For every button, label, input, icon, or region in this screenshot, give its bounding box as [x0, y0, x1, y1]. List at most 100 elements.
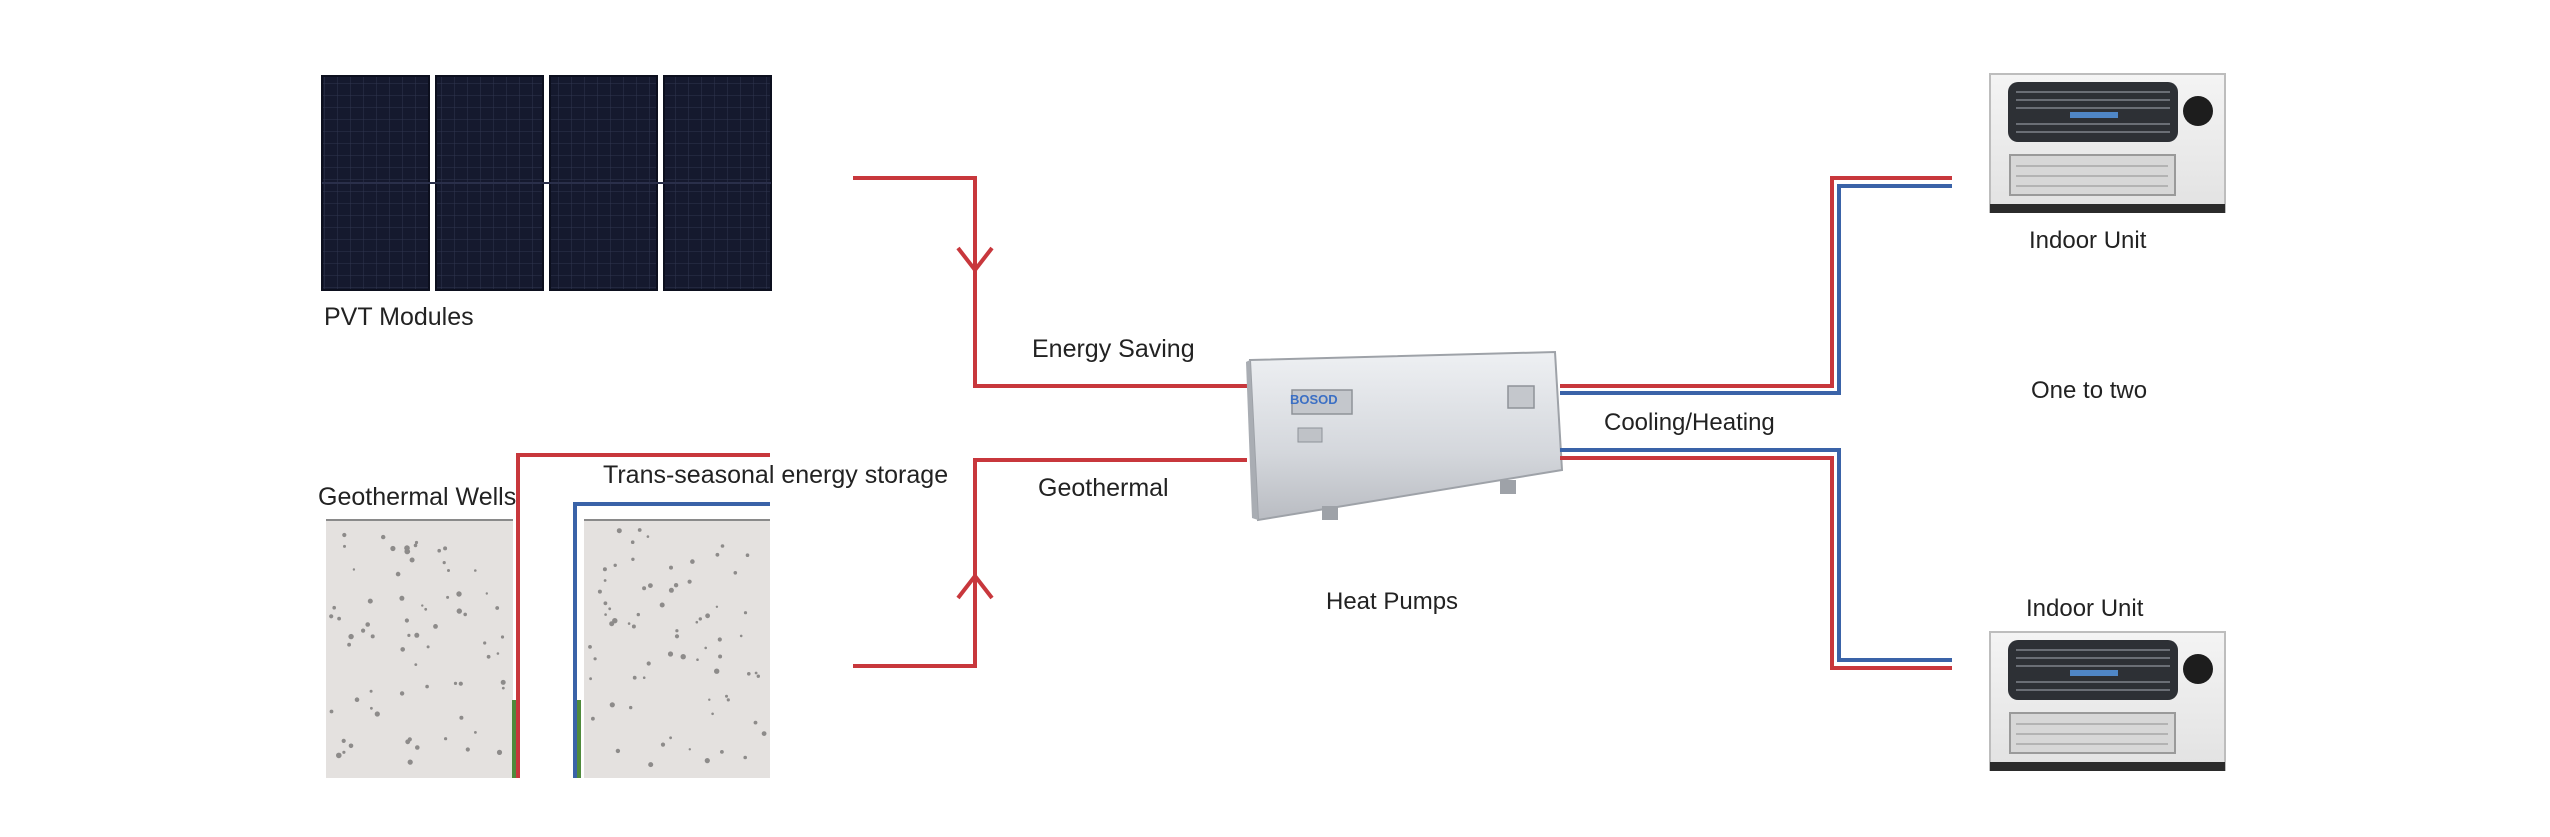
soil-speckle [733, 571, 738, 575]
soil-speckle [687, 579, 692, 584]
soil-speckle [631, 557, 635, 561]
soil-speckle [433, 624, 438, 629]
soil-speckle [602, 567, 607, 572]
soil-speckle [667, 651, 674, 657]
soil-speckle [437, 548, 442, 553]
soil-speckle [352, 568, 356, 571]
soil-speckle [474, 731, 477, 734]
soil-speckle [747, 672, 751, 676]
soil-speckle [642, 676, 646, 679]
cooling-heating-label: Cooling/Heating [1604, 409, 1775, 436]
soil-speckle [630, 540, 635, 544]
soil-speckle [636, 612, 640, 617]
pvt-modules-label: PVT Modules [324, 303, 474, 331]
soil-speckle [753, 720, 758, 725]
soil-speckle [414, 663, 418, 666]
soil-speckle [593, 657, 597, 661]
soil-speckle [404, 545, 410, 551]
pvt-modules [321, 75, 772, 291]
soil-speckle [342, 750, 346, 754]
soil-speckle [329, 614, 334, 619]
soil-speckle [459, 715, 464, 720]
soil-speckle [659, 602, 665, 608]
soil-speckle [348, 633, 354, 640]
soil-speckle [426, 645, 430, 649]
soil-speckle [374, 711, 380, 717]
soil-speckle [486, 654, 491, 659]
soil-speckle [704, 758, 710, 764]
soil-speckle [688, 748, 691, 751]
soil-speckle [743, 755, 747, 760]
geothermal-wells [326, 453, 770, 778]
soil-speckle [680, 654, 686, 660]
indoor-unit-bottom [1989, 631, 2226, 771]
soil-speckle [705, 613, 710, 619]
well-pipe-red [516, 453, 770, 778]
indoor-unit-top-label: Indoor Unit [2029, 227, 2147, 254]
soil-speckle [715, 552, 720, 557]
geothermal-pipe [853, 458, 1247, 668]
soil-speckle [646, 535, 650, 538]
soil-speckle [425, 684, 429, 689]
soil-speckle [720, 544, 725, 548]
soil-speckle [637, 528, 642, 532]
soil-speckle [447, 569, 450, 572]
soil-speckle [673, 583, 679, 588]
soil-speckle [465, 747, 470, 752]
soil-speckle [711, 712, 714, 716]
soil-speckle [414, 632, 420, 638]
soil-speckle [446, 595, 450, 599]
soil-speckle [690, 559, 695, 564]
soil-speckle [726, 698, 730, 702]
heat-pumps-label: Heat Pumps [1326, 588, 1459, 615]
soil-speckle [399, 691, 405, 696]
soil-speckle [415, 745, 420, 750]
soil-speckle [718, 654, 723, 659]
soil-speckle [456, 608, 462, 614]
one-to-two-label: One to two [2031, 377, 2148, 404]
soil-speckle [496, 652, 500, 655]
soil-speckle [474, 569, 477, 572]
soil-speckle [399, 595, 405, 601]
soil-speckle [604, 613, 607, 616]
soil-speckle [615, 748, 621, 754]
soil-speckle [405, 739, 411, 745]
soil-speckle [660, 742, 666, 747]
soil-speckle [404, 618, 409, 623]
soil-speckle [483, 641, 487, 645]
energy-saving-pipe [853, 176, 1247, 388]
soil-speckle [669, 565, 673, 570]
soil-speckle [495, 606, 500, 610]
soil-speckle [603, 579, 607, 582]
soil-speckle [501, 686, 505, 690]
well-block-right [584, 520, 770, 778]
soil-speckle [591, 716, 595, 721]
heat-pump-brand-logo: BOSOD [1290, 392, 1338, 407]
geothermal-label: Geothermal [1038, 474, 1169, 502]
soil-speckle [698, 617, 702, 621]
soil-speckle [739, 634, 743, 638]
soil-speckle [444, 737, 448, 741]
indoor-unit-top [1989, 73, 2226, 213]
soil-speckle [696, 658, 699, 661]
heat-pump-unit [1246, 350, 1564, 522]
soil-speckle [632, 675, 637, 680]
soil-speckle [597, 589, 602, 594]
soil-speckle [648, 583, 653, 588]
soil-speckle [458, 681, 463, 686]
soil-speckle [629, 705, 633, 710]
soil-speckle [631, 624, 636, 629]
distribution-pipes [1560, 176, 1952, 670]
soil-speckle [588, 645, 592, 649]
soil-speckle [646, 661, 651, 666]
soil-speckle [370, 706, 373, 710]
soil-speckle [675, 629, 679, 633]
soil-speckle [674, 634, 680, 639]
soil-speckle [717, 637, 722, 642]
trans-seasonal-label: Trans-seasonal energy storage [603, 461, 949, 489]
soil-speckle [616, 528, 622, 534]
soil-speckle [354, 697, 360, 702]
soil-speckle [407, 633, 411, 638]
